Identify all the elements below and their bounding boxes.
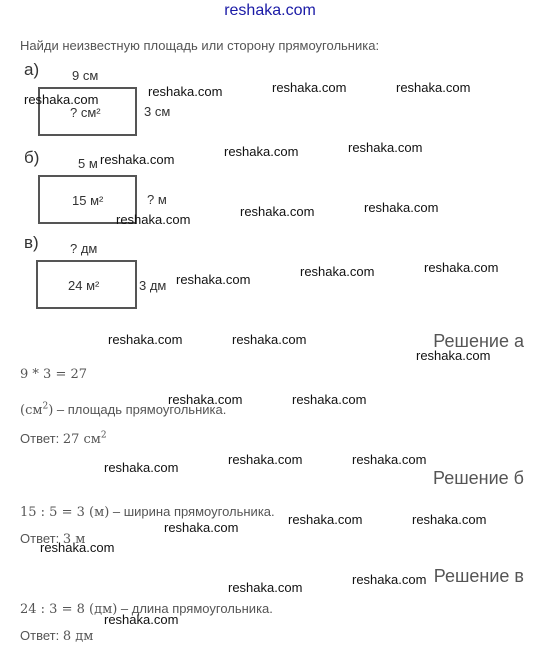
figure-a-top-dimension: 9 см: [72, 68, 99, 83]
watermark: reshaka.com: [24, 92, 99, 107]
figure-c-area: 24 м²: [68, 278, 100, 293]
solution-b-answer: Ответ: 3 м: [20, 531, 86, 547]
figure-b-rectangle: 15 м²: [38, 175, 137, 224]
solution-a-expression: 9 * 3 = 27: [20, 367, 88, 382]
solution-b-title: Решение б: [433, 468, 524, 488]
watermark: reshaka.com: [164, 520, 239, 535]
watermark: reshaka.com: [424, 260, 499, 275]
watermark: reshaka.com: [228, 580, 303, 595]
figure-b-label: б): [24, 148, 40, 167]
figure-a-rectangle: ? см²: [38, 87, 137, 136]
solution-a-line: (см2) – площадь прямоугольника.: [20, 401, 226, 419]
watermark: reshaka.com: [100, 152, 175, 167]
watermark: reshaka.com: [352, 572, 427, 587]
figure-b-top-dimension: 5 м: [78, 156, 98, 171]
watermark: reshaka.com: [232, 332, 307, 347]
watermark: reshaka.com: [300, 264, 375, 279]
watermark: reshaka.com: [240, 204, 315, 219]
watermark: reshaka.com: [40, 540, 115, 555]
figure-c-label: в): [24, 233, 39, 252]
watermark: reshaka.com: [412, 512, 487, 527]
figure-a-label: а): [24, 60, 40, 79]
watermark: reshaka.com: [396, 80, 471, 95]
task-statement: Найди неизвестную площадь или сторону пр…: [20, 38, 380, 53]
watermark: reshaka.com: [176, 272, 251, 287]
figure-c-side-dimension: 3 дм: [139, 278, 167, 293]
figure-b-area: 15 м²: [72, 193, 104, 208]
solution-c-title: Решение в: [433, 566, 524, 586]
solution-c-description: – длина прямоугольника.: [117, 601, 273, 616]
solution-a-unit: (см2): [20, 401, 54, 418]
watermark: reshaka.com: [364, 200, 439, 215]
watermark: reshaka.com: [168, 392, 243, 407]
figure-c-rectangle: 24 м²: [36, 260, 137, 309]
site-header[interactable]: reshaka.com: [224, 2, 316, 19]
solution-a-answer: Ответ: 27 см2: [20, 430, 107, 447]
figure-a-area: ? см²: [70, 105, 101, 120]
watermark: reshaka.com: [292, 392, 367, 407]
solution-a-title: Решение а: [433, 331, 524, 351]
figure-c-top-dimension: ? дм: [70, 241, 98, 256]
solution-b-expression: 15 : 5 = 3 (м): [20, 505, 110, 520]
solution-c-answer: Ответ: 8 дм: [20, 628, 94, 644]
watermark: reshaka.com: [228, 452, 303, 467]
watermark: reshaka.com: [348, 140, 423, 155]
solution-c-line: 24 : 3 = 8 (дм) – длина прямоугольника.: [20, 600, 273, 618]
watermark: reshaka.com: [288, 512, 363, 527]
solution-c-expression: 24 : 3 = 8 (дм): [20, 602, 118, 617]
solution-b-description: – ширина прямоугольника.: [109, 504, 275, 519]
figure-a-side-dimension: 3 см: [144, 104, 171, 119]
watermark: reshaka.com: [108, 332, 183, 347]
watermark: reshaka.com: [416, 348, 491, 363]
watermark: reshaka.com: [116, 212, 191, 227]
watermark: reshaka.com: [104, 460, 179, 475]
watermark: reshaka.com: [224, 144, 299, 159]
watermark: reshaka.com: [352, 452, 427, 467]
watermark: reshaka.com: [104, 612, 179, 627]
figure-b-side-dimension: ? м: [147, 192, 167, 207]
watermark: reshaka.com: [272, 80, 347, 95]
watermark: reshaka.com: [148, 84, 223, 99]
solution-b-line: 15 : 5 = 3 (м) – ширина прямоугольника.: [20, 503, 275, 521]
solution-a-description: – площадь прямоугольника.: [53, 402, 227, 417]
